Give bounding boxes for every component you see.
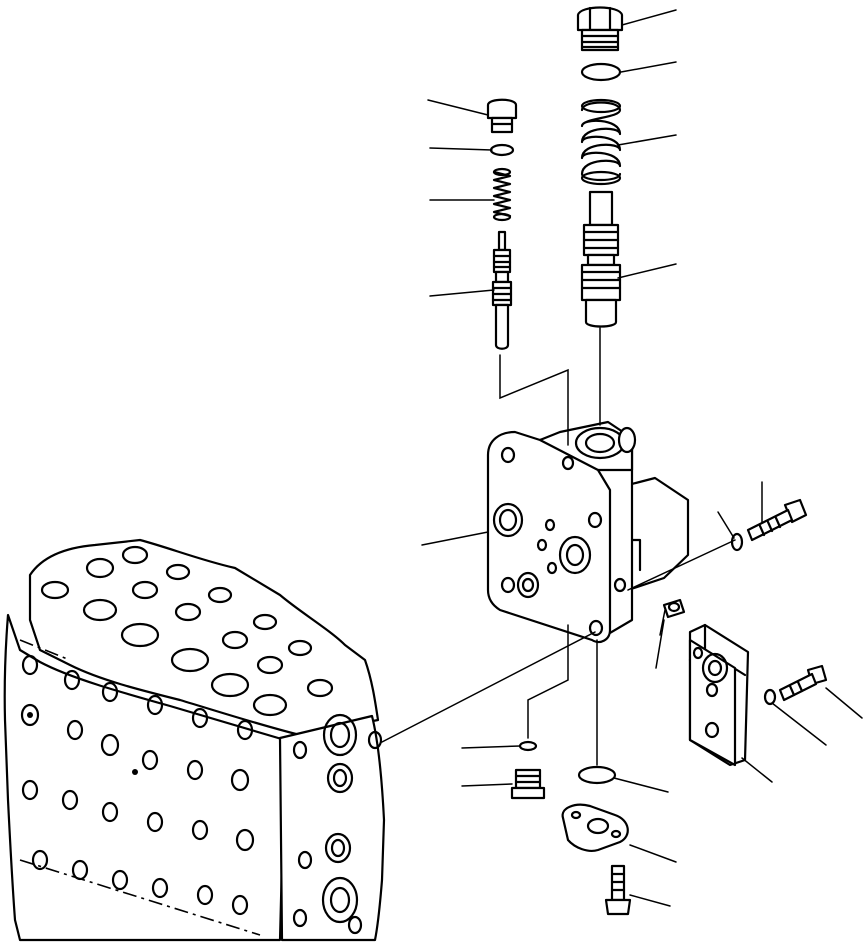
valve-section-icon: [486, 420, 690, 644]
o-ring-icon: [518, 740, 538, 752]
plate-icon: [688, 623, 750, 767]
flange-icon: [561, 803, 629, 852]
o-ring-icon: [489, 143, 515, 157]
leader-lines: [421, 9, 863, 907]
plug-icon: [510, 768, 546, 800]
spool-icon: [491, 230, 513, 350]
o-ring-icon: [580, 62, 622, 82]
spool-icon: [580, 190, 622, 328]
bolt-icon: [778, 664, 828, 702]
plug-icon: [662, 598, 686, 619]
plug-icon: [486, 98, 518, 134]
washer-icon: [763, 688, 777, 706]
center-lines: [381, 539, 736, 766]
main-valve-block-icon: [3, 538, 386, 942]
bolt-icon: [604, 864, 632, 916]
spring-icon: [492, 167, 512, 222]
spring-icon: [580, 98, 622, 186]
bolt-icon: [746, 498, 808, 542]
o-ring-icon: [577, 765, 617, 785]
plug-icon: [576, 6, 624, 52]
